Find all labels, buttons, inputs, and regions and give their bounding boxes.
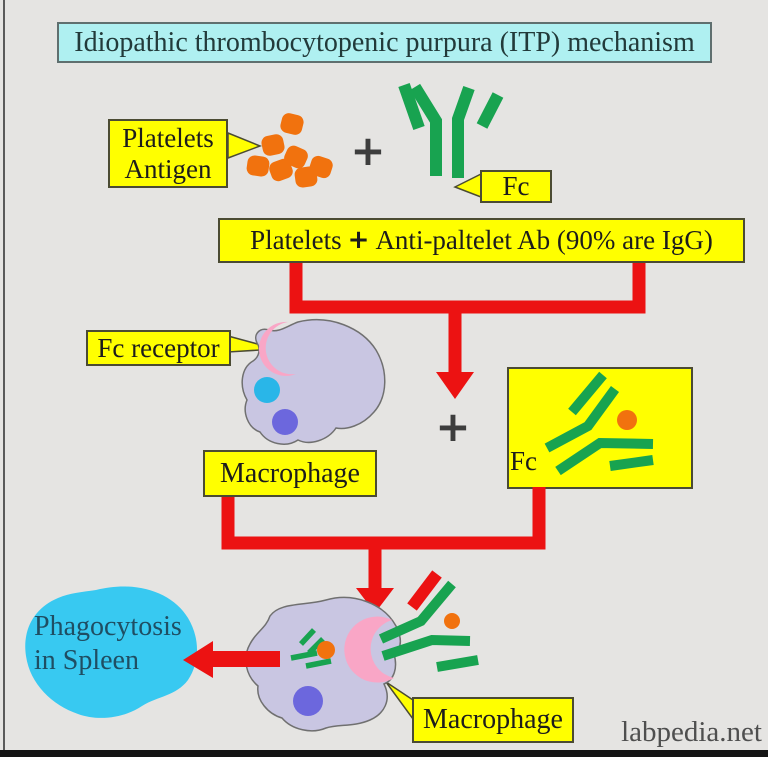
macrophage-lower-callout-pointer	[385, 681, 414, 722]
complex-red-bar	[407, 570, 442, 611]
macrophage-lower-nucleus	[293, 686, 323, 716]
complex-antibody-heavy-chain	[544, 386, 620, 453]
fc-receptor-label: Fc receptor	[97, 332, 220, 363]
macrophage-upper-granule-cyan	[254, 377, 280, 403]
connector-lower-arrowhead-icon	[356, 588, 394, 613]
engulfed-platelet-dot	[444, 613, 460, 629]
fc-top-callout: Fc	[480, 170, 552, 203]
fc-complex-box	[507, 367, 693, 489]
spleen-blob	[25, 586, 197, 718]
phagocytosis-label: Phagocytosis in Spleen	[34, 610, 204, 677]
fc-receptor-callout: Fc receptor	[86, 330, 231, 366]
ingested-antibody-bar	[307, 637, 325, 655]
macrophage-lower-label: Macrophage	[412, 697, 574, 743]
phagocytosis-arrowhead-icon	[183, 641, 213, 678]
frame-bottom-border	[0, 750, 768, 757]
reaction-plus: +	[347, 224, 370, 255]
macrophage-lower-cell	[245, 596, 401, 732]
connector-upper-arrowhead-icon	[436, 372, 474, 399]
platelet-blob	[280, 113, 304, 135]
platelets-antigen-callout-pointer	[227, 131, 263, 160]
ingested-antibody-bar	[298, 628, 317, 646]
fc-receptor-crescent	[258, 321, 296, 376]
macrophage-mouth-crescent	[344, 616, 394, 683]
engulfed-complex	[378, 570, 479, 672]
macrophage-upper-text: Macrophage	[220, 457, 360, 489]
platelet-blob	[294, 166, 318, 188]
reaction-left: Platelets	[250, 225, 342, 256]
diagram-title-text: Idiopathic thrombocytopenic purpura (ITP…	[74, 26, 695, 58]
fc-complex-label: Fc	[510, 446, 537, 476]
complex-platelet-dot	[617, 410, 637, 430]
plus-sign-mid: +	[435, 401, 471, 451]
phagocytosis-line1: Phagocytosis	[34, 611, 182, 642]
complex-antibody-fragment	[609, 455, 654, 471]
macrophage-upper-label: Macrophage	[203, 450, 377, 497]
connector-upper-bracket	[289, 260, 646, 314]
watermark-labpedia: labpedia.net	[621, 716, 762, 748]
antibody-igg-top	[398, 83, 504, 178]
plus-sign-top: +	[350, 125, 386, 175]
connector-lower-bracket	[221, 487, 546, 550]
ingested-antibody-bar	[305, 658, 332, 669]
engulfed-antibody-fragment	[436, 655, 479, 672]
complex-antibody-light-chain	[568, 371, 607, 416]
reaction-bar: Platelets + Anti-paltelet Ab (90% are Ig…	[218, 218, 745, 263]
antibody-heavy-chain-right	[452, 85, 475, 178]
frame-left-border	[3, 0, 5, 751]
platelet-antigen-cluster	[246, 113, 333, 188]
platelets-antigen-line2: Antigen	[124, 153, 212, 184]
diagram-title: Idiopathic thrombocytopenic purpura (ITP…	[57, 22, 712, 63]
platelets-antigen-line1: Platelets	[122, 123, 214, 154]
fc-complex-box-frame	[507, 367, 693, 489]
macrophage-upper-cell	[241, 318, 386, 445]
platelets-antigen-callout: Platelets Antigen	[108, 119, 228, 188]
ingested-platelet-dot	[317, 641, 335, 659]
antibody-heavy-chain-left	[409, 83, 442, 176]
macrophage-upper-nucleus	[272, 409, 298, 435]
engulfed-antibody-arm	[381, 634, 471, 661]
fc-top-label: Fc	[502, 171, 530, 202]
connector-upper	[289, 260, 646, 374]
platelet-blob	[269, 158, 293, 182]
connector-lower	[221, 487, 546, 590]
phagocytosis-line2: in Spleen	[34, 644, 139, 676]
macrophage-lower-text: Macrophage	[423, 704, 563, 736]
platelet-blob	[261, 134, 285, 156]
platelet-blob	[284, 145, 308, 169]
reaction-right: Anti-paltelet Ab (90% are IgG)	[375, 225, 713, 256]
engulfed-antibody-arm	[378, 580, 456, 644]
antibody-light-chain-right	[476, 92, 504, 129]
complex-antibody-arm	[555, 437, 654, 476]
platelet-blob	[246, 155, 270, 177]
ingested-antibody-bar	[290, 650, 318, 661]
antibody-light-chain-left	[398, 83, 425, 130]
